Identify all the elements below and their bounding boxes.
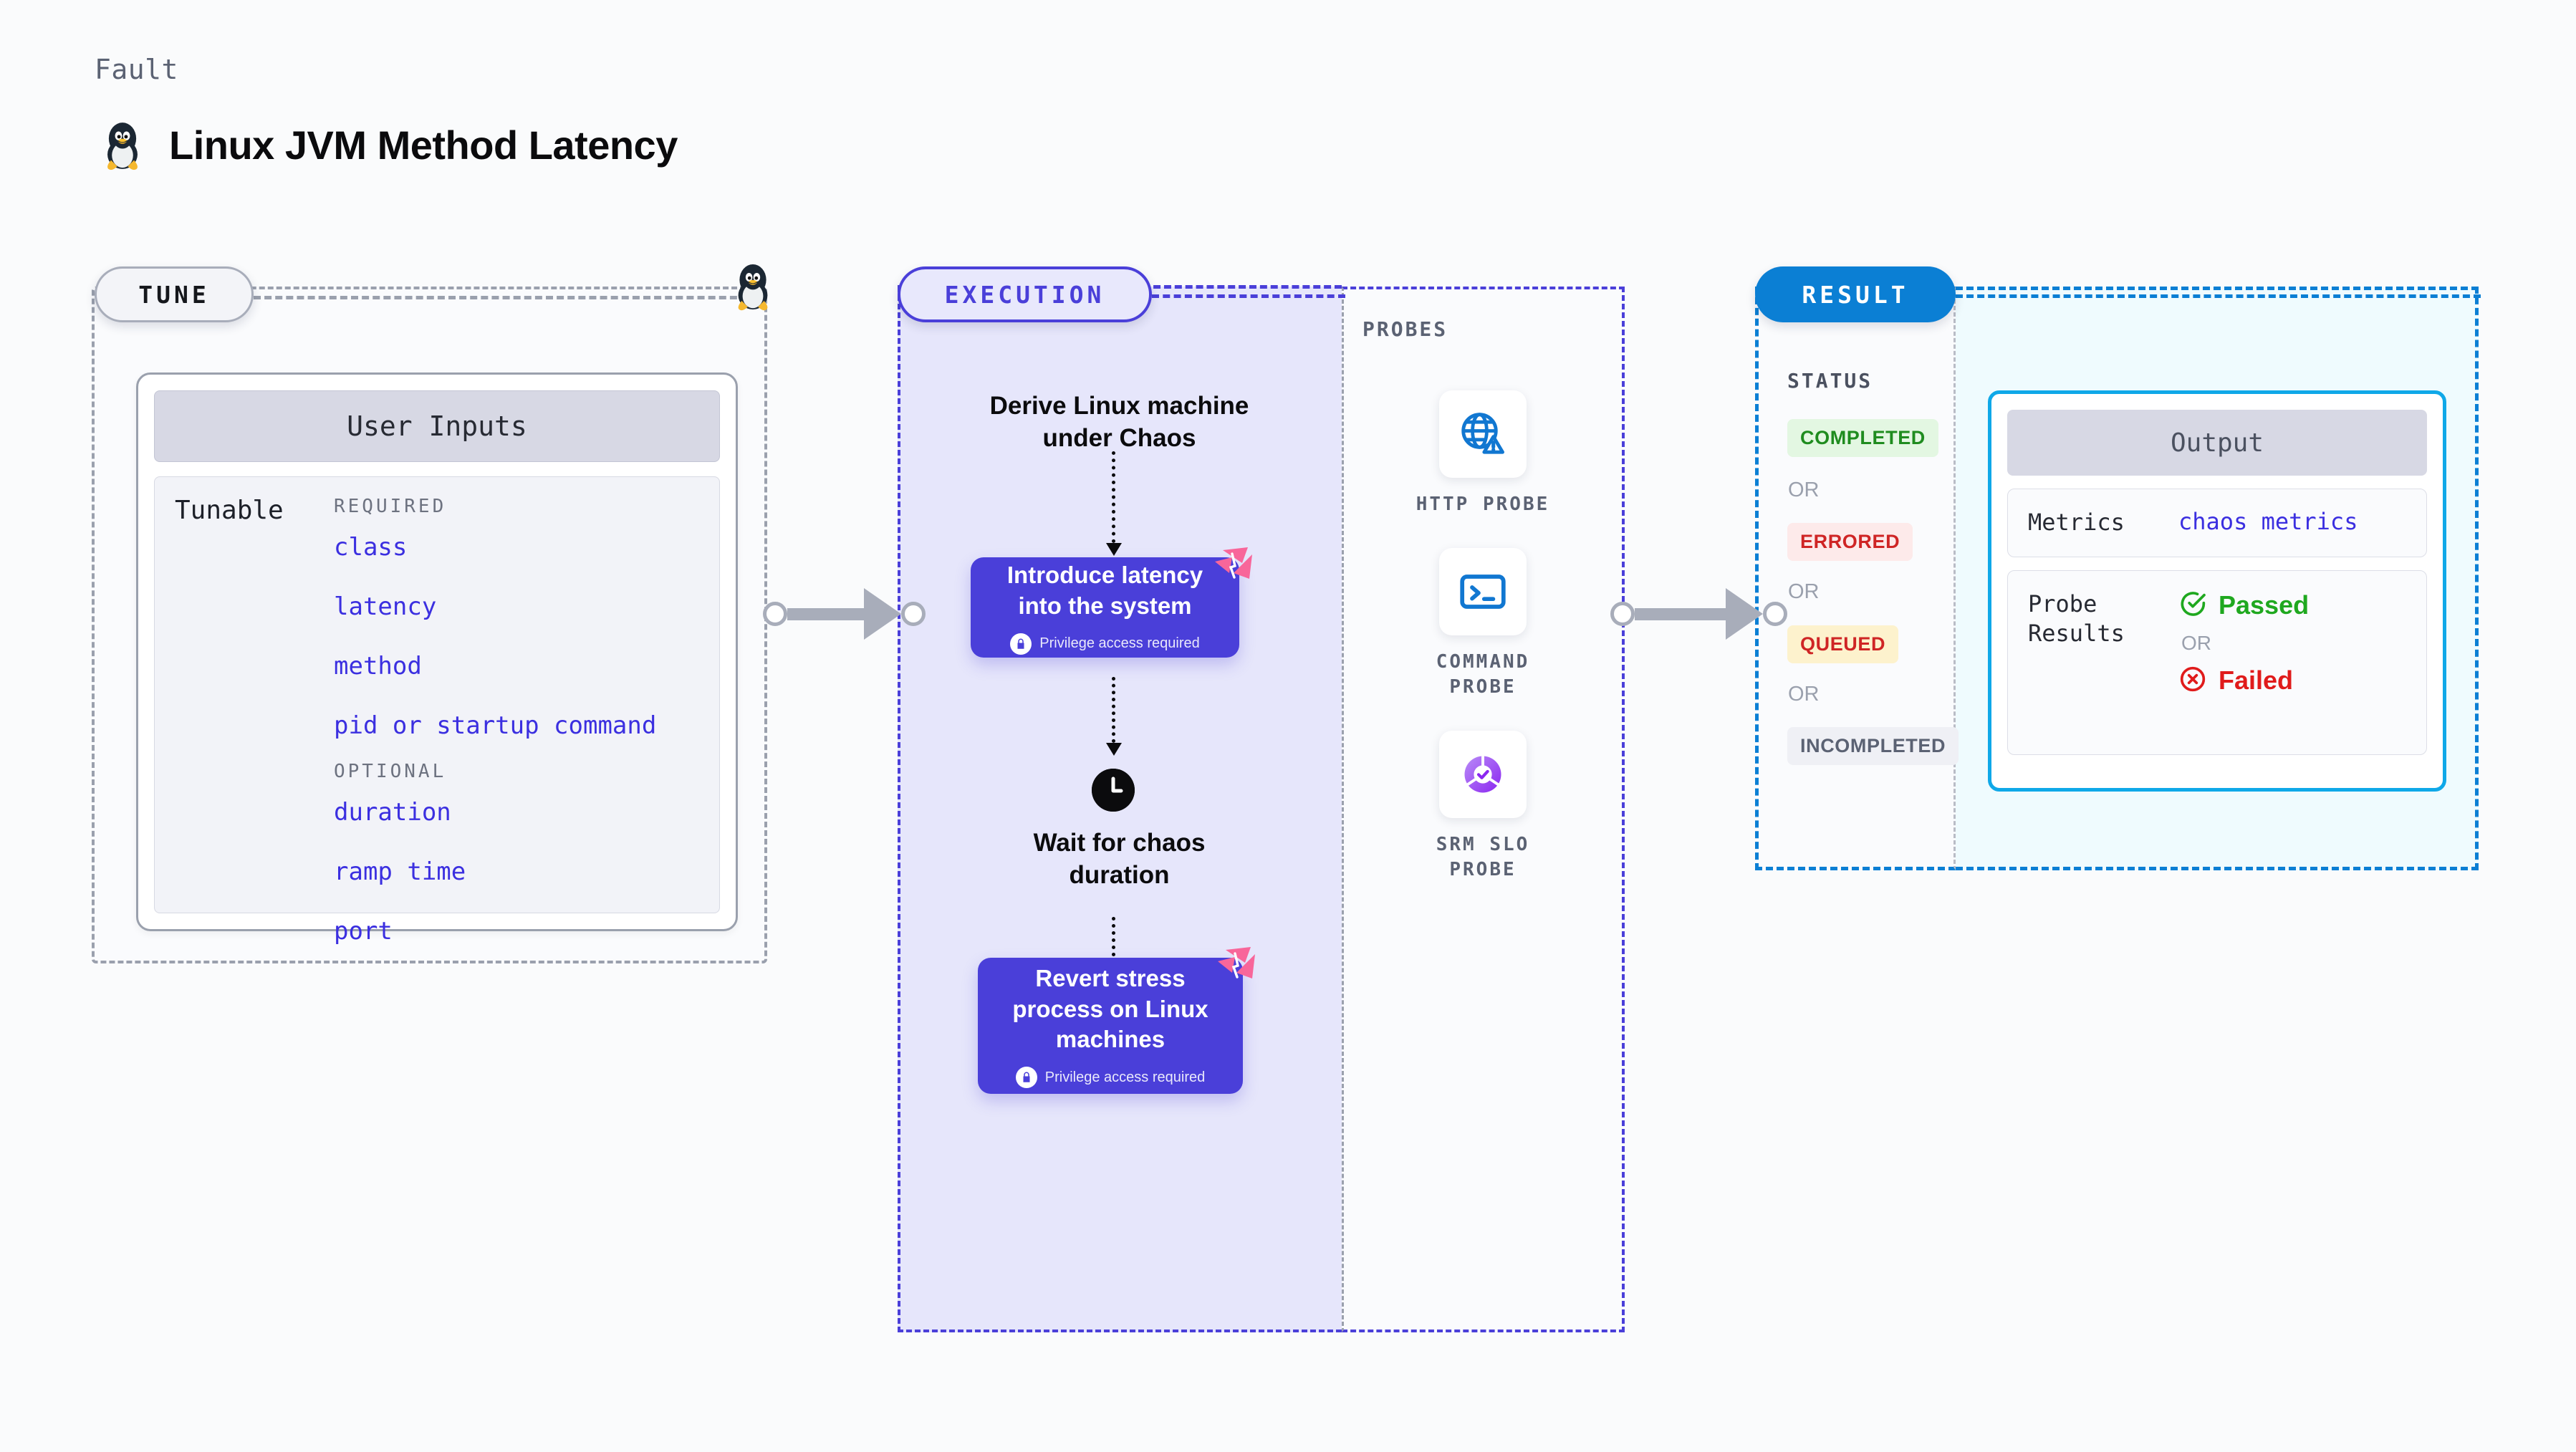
result-status-panel — [1755, 287, 1956, 870]
user-inputs-card: User Inputs Tunable REQUIRED class laten… — [136, 372, 738, 946]
arrow-head-icon — [1726, 588, 1763, 640]
status-or-separator: OR — [1788, 683, 1820, 706]
tunable-section: Tunable REQUIRED class latency method pi… — [154, 476, 720, 946]
probe-label: COMMAND PROBE — [1436, 651, 1530, 698]
step-title: Revert stress process on Linux machines — [1012, 964, 1208, 1053]
clock-icon — [1092, 769, 1135, 812]
probe-failed-label: Failed — [2219, 665, 2294, 696]
result-section-pill[interactable]: RESULT — [1755, 266, 1956, 322]
privilege-note-text: Privilege access required — [1039, 635, 1200, 652]
status-or-separator: OR — [1788, 580, 1820, 603]
status-badge-completed: COMPLETED — [1787, 419, 1938, 457]
lock-icon — [1010, 633, 1032, 655]
tunable-label: Tunable — [175, 496, 284, 525]
execution-step-derive: Derive Linux machine under Chaos — [989, 392, 1249, 452]
harness-logo-icon — [1213, 944, 1258, 991]
flow-line — [1112, 451, 1115, 543]
tunable-item-port[interactable]: port — [334, 917, 393, 946]
metrics-value[interactable]: chaos metrics — [2178, 508, 2358, 535]
connector-bar — [1635, 607, 1728, 620]
probe-item-http[interactable]: HTTP PROBE — [1400, 390, 1565, 517]
status-badge-errored: ERRORED — [1787, 523, 1913, 561]
probe-passed-label: Passed — [2219, 590, 2310, 620]
output-card-header: Output — [2007, 410, 2427, 476]
output-row-probe-results: Probe Results Passed OR — [2007, 569, 2427, 755]
flow-line — [1112, 917, 1115, 992]
probe-result-failed: Failed — [2178, 665, 2309, 697]
status-or-separator: OR — [1788, 479, 1820, 501]
probe-result-passed: Passed — [2178, 590, 2309, 622]
metrics-key-label: Metrics — [2028, 509, 2125, 536]
tux-penguin-icon — [731, 260, 774, 315]
probe-item-command[interactable]: COMMAND PROBE — [1400, 548, 1565, 700]
terminal-icon — [1439, 548, 1527, 635]
status-badge-queued: QUEUED — [1787, 625, 1899, 663]
fault-title-row: Linux JVM Method Latency — [100, 118, 678, 171]
tunable-item-method[interactable]: method — [334, 652, 422, 681]
flow-arrow-icon — [1106, 677, 1122, 756]
connector-bar — [787, 607, 866, 620]
check-circle-icon — [2178, 590, 2207, 622]
connector-end-dot — [1763, 602, 1787, 626]
flow-arrow-icon — [1106, 451, 1122, 556]
harness-logo-icon — [1211, 544, 1255, 591]
optional-group-heading: OPTIONAL — [334, 761, 447, 782]
tunable-item-latency[interactable]: latency — [334, 592, 437, 621]
probes-section-label: PROBES — [1363, 317, 1448, 341]
arrow-tip-icon — [1106, 543, 1122, 556]
required-group-heading: REQUIRED — [334, 496, 447, 517]
privilege-note: Privilege access required — [1010, 633, 1200, 655]
tunable-list: REQUIRED class latency method pid or sta… — [334, 496, 719, 946]
user-inputs-header: User Inputs — [154, 390, 720, 462]
probe-results-values: Passed OR Failed — [2178, 590, 2309, 736]
execution-section-pill[interactable]: EXECUTION — [898, 266, 1152, 322]
probe-or-separator: OR — [2181, 631, 2211, 654]
status-section-label: STATUS — [1787, 369, 1873, 393]
connector-end-dot — [901, 602, 926, 626]
output-card: Output Metrics chaos metrics Probe Resul… — [1988, 390, 2446, 792]
globe-warning-icon — [1439, 390, 1527, 478]
tux-penguin-icon — [100, 118, 145, 171]
flow-line — [1112, 677, 1115, 743]
connector-execution-to-result — [1610, 588, 1787, 640]
execution-step-revert-stress[interactable]: Revert stress process on Linux machines … — [978, 958, 1243, 1094]
probe-label: SRM SLO PROBE — [1436, 834, 1530, 881]
page-title: Linux JVM Method Latency — [169, 122, 678, 168]
result-leader-line — [1956, 294, 2481, 298]
probe-results-key-label: Probe Results — [2028, 590, 2125, 648]
arrow-head-icon — [864, 588, 901, 640]
x-circle-icon — [2178, 665, 2207, 697]
probe-label: HTTP PROBE — [1416, 494, 1550, 515]
tune-section-pill[interactable]: TUNE — [95, 266, 254, 322]
privilege-note: Privilege access required — [1015, 1067, 1206, 1089]
tunable-item-duration[interactable]: duration — [334, 798, 451, 827]
connector-start-dot — [763, 602, 787, 626]
output-row-metrics: Metrics chaos metrics — [2007, 489, 2427, 557]
execution-step-introduce-latency[interactable]: Introduce latency into the system Privil… — [971, 557, 1239, 658]
status-badge-incompleted: INCOMPLETED — [1787, 727, 1959, 765]
connector-tune-to-execution — [763, 588, 926, 640]
tune-leader-line — [254, 296, 748, 299]
privilege-note-text: Privilege access required — [1044, 1069, 1206, 1085]
step-title: Introduce latency into the system — [1006, 562, 1203, 619]
slo-donut-check-icon — [1439, 731, 1527, 818]
tunable-item-class[interactable]: class — [334, 533, 408, 562]
connector-start-dot — [1610, 602, 1635, 626]
tunable-item-ramp-time[interactable]: ramp time — [334, 857, 466, 886]
probe-item-srm-slo[interactable]: SRM SLO PROBE — [1400, 731, 1565, 883]
execution-step-wait: Wait for chaos duration — [1033, 829, 1206, 889]
execution-leader-line — [1152, 294, 1345, 298]
tunable-item-pid[interactable]: pid or startup command — [334, 711, 657, 740]
fault-kicker: Fault — [95, 54, 178, 85]
arrow-tip-icon — [1106, 743, 1122, 756]
lock-icon — [1015, 1067, 1037, 1089]
